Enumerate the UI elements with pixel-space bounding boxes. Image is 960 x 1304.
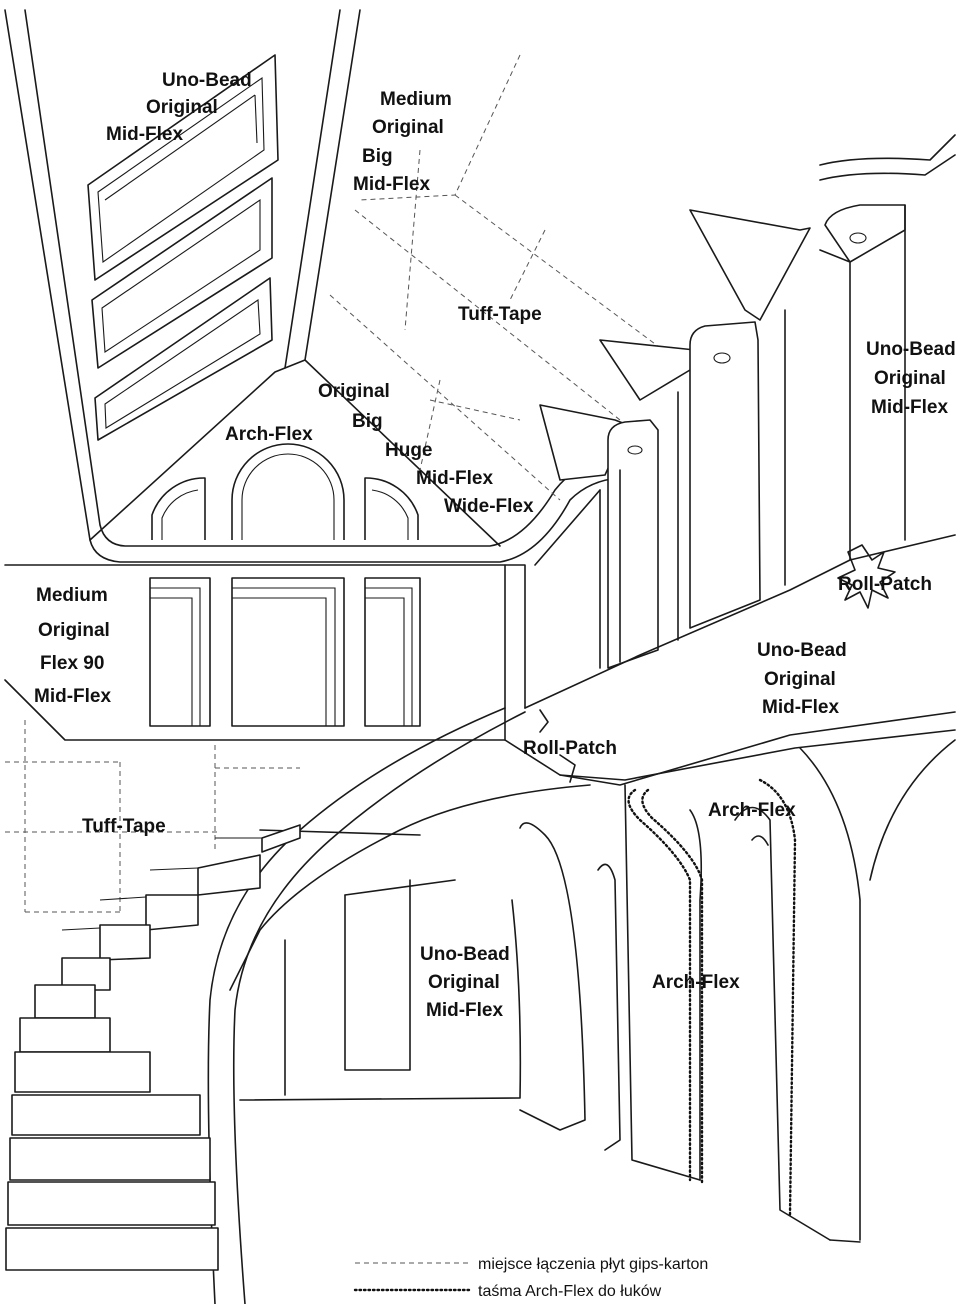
- svg-text:Original: Original: [764, 669, 836, 690]
- left-wall: [4, 564, 526, 913]
- svg-text:Medium: Medium: [380, 89, 452, 110]
- label-ceiling-lower: Original Big Huge Mid-Flex Wide-Flex: [318, 381, 534, 517]
- gable-arches: [151, 443, 419, 540]
- right-pilasters: [524, 134, 956, 709]
- roll-patch-crack-icon: [539, 709, 549, 733]
- svg-text:Original: Original: [874, 368, 946, 389]
- ceiling-panel-1: [87, 54, 279, 281]
- label-right-wall: Uno-Bead Original Mid-Flex: [866, 339, 956, 418]
- svg-text:Mid-Flex: Mid-Flex: [34, 686, 111, 707]
- svg-text:Medium: Medium: [36, 585, 108, 606]
- ceiling-section: [4, 9, 691, 563]
- svg-text:Mid-Flex: Mid-Flex: [106, 124, 183, 145]
- legend-dotted-text: taśma Arch-Flex do łuków: [478, 1283, 662, 1300]
- svg-text:Mid-Flex: Mid-Flex: [353, 174, 430, 195]
- svg-text:Uno-Bead: Uno-Bead: [420, 944, 510, 965]
- legend: miejsce łączenia płyt gips-karton taśma …: [353, 1256, 708, 1300]
- window-right: [364, 577, 421, 727]
- svg-text:Mid-Flex: Mid-Flex: [871, 397, 948, 418]
- svg-text:Original: Original: [318, 381, 390, 402]
- svg-text:Original: Original: [372, 117, 444, 138]
- window-center: [231, 577, 345, 727]
- svg-text:Huge: Huge: [385, 440, 433, 461]
- label-roll-patch-right: Roll-Patch: [838, 574, 932, 595]
- label-tuff-tape-left: Tuff-Tape: [82, 816, 166, 837]
- svg-text:Original: Original: [428, 972, 500, 993]
- svg-text:Flex 90: Flex 90: [40, 653, 104, 674]
- ceiling-panel-3: [94, 277, 273, 441]
- label-ceiling-panels: Uno-Bead Original Mid-Flex: [106, 70, 252, 145]
- svg-text:Original: Original: [38, 620, 110, 641]
- label-arch-flex-top: Arch-Flex: [225, 424, 313, 445]
- window-left: [149, 577, 211, 727]
- label-arch-flex-lower: Arch-Flex: [652, 972, 740, 993]
- svg-text:Wide-Flex: Wide-Flex: [444, 496, 534, 517]
- stair-steps: [5, 824, 301, 1271]
- svg-text:Mid-Flex: Mid-Flex: [762, 697, 839, 718]
- label-left-wall: Medium Original Flex 90 Mid-Flex: [34, 585, 111, 707]
- label-roll-patch-center: Roll-Patch: [523, 738, 617, 759]
- label-under-stairs: Uno-Bead Original Mid-Flex: [420, 944, 510, 1021]
- roll-patch-burst-icon: [837, 544, 896, 609]
- svg-text:Uno-Bead: Uno-Bead: [866, 339, 956, 360]
- roll-patch-crack-lower-icon: [559, 754, 576, 783]
- svg-text:Original: Original: [146, 97, 218, 118]
- legend-dashed-text: miejsce łączenia płyt gips-karton: [478, 1256, 708, 1273]
- svg-text:Uno-Bead: Uno-Bead: [757, 640, 847, 661]
- svg-text:Mid-Flex: Mid-Flex: [416, 468, 493, 489]
- ceiling-panel-2: [91, 177, 273, 369]
- arched-passages: [519, 739, 956, 1243]
- svg-text:Big: Big: [362, 146, 393, 167]
- svg-text:Uno-Bead: Uno-Bead: [162, 70, 252, 91]
- label-tuff-tape-top: Tuff-Tape: [458, 304, 542, 325]
- label-arch-flex-right: Arch-Flex: [708, 800, 796, 821]
- svg-text:Big: Big: [352, 411, 383, 432]
- staircase: [5, 707, 956, 1304]
- svg-text:Mid-Flex: Mid-Flex: [426, 1000, 503, 1021]
- label-landing: Uno-Bead Original Mid-Flex: [757, 640, 847, 718]
- label-ceiling-top: Medium Original Big Mid-Flex: [353, 89, 452, 195]
